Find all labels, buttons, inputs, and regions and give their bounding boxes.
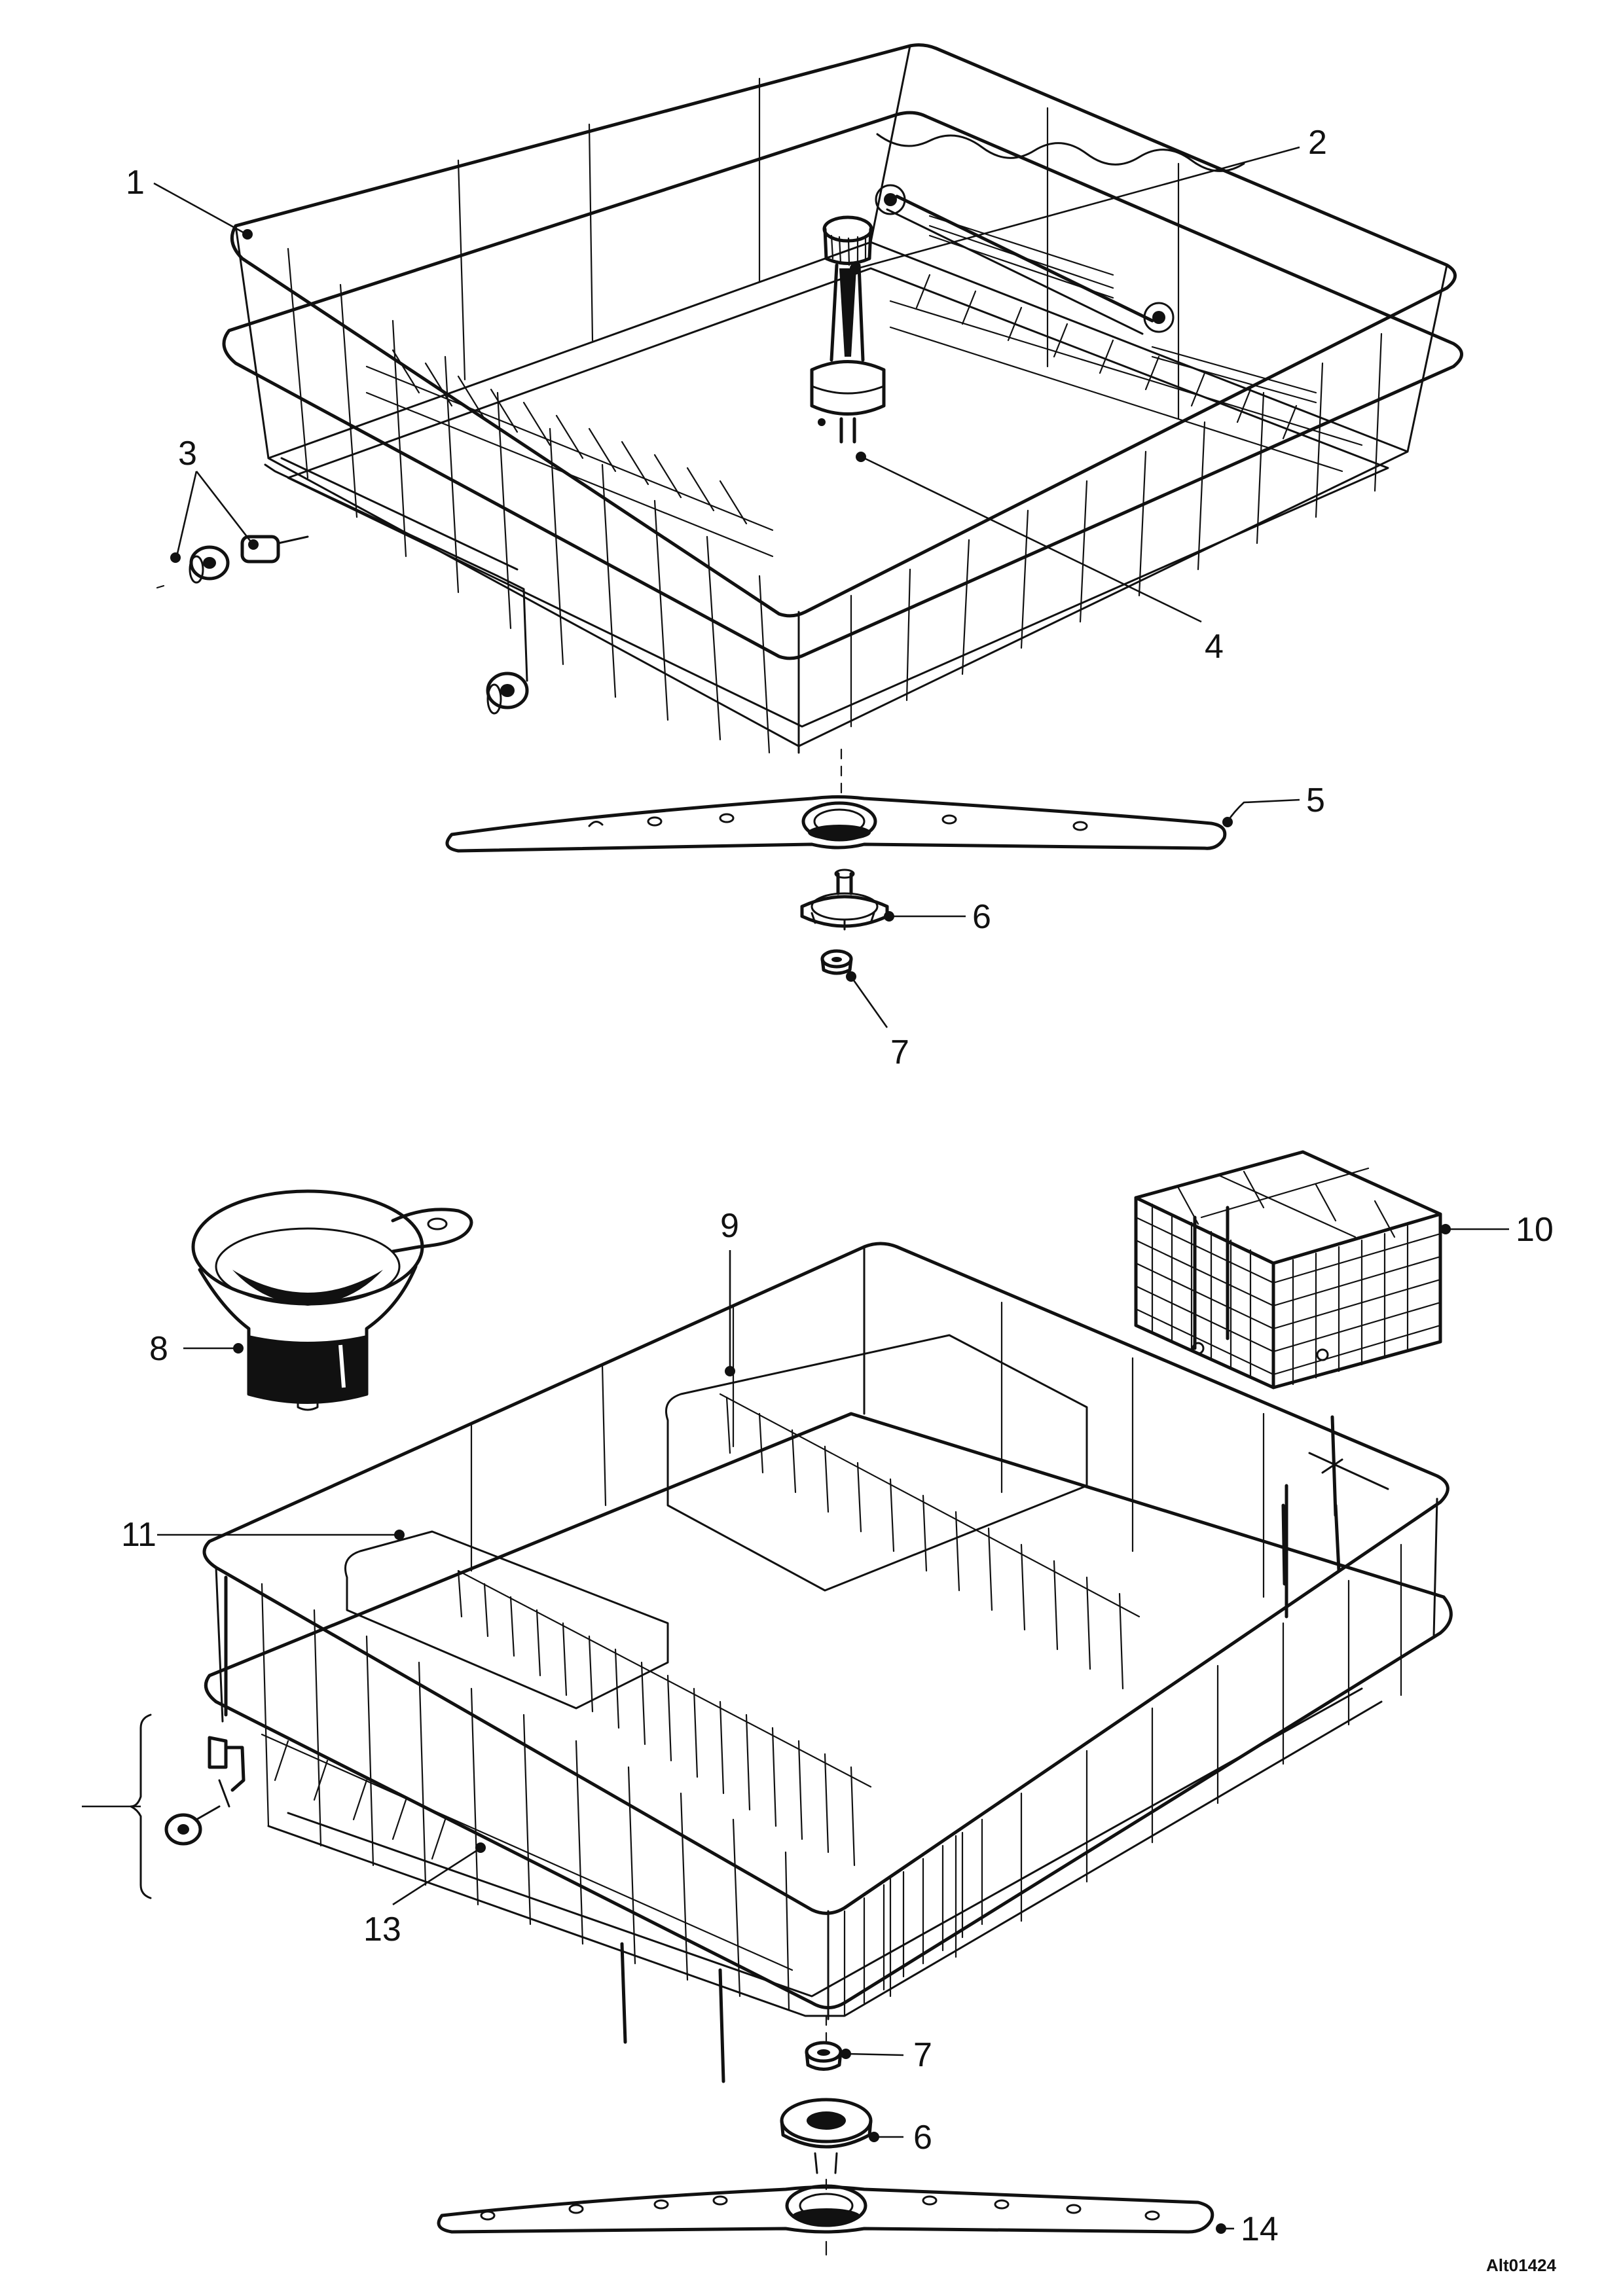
cutlery-basket <box>1134 1150 1442 1390</box>
callout-6-upper: 6 <box>972 898 991 936</box>
callout-4: 4 <box>1205 628 1224 666</box>
callout-8: 8 <box>149 1330 168 1368</box>
rack-wheel <box>189 545 230 584</box>
upper-spray-feed-tube <box>810 215 886 444</box>
filling-funnel <box>191 1189 473 1411</box>
retaining-nut-lower <box>805 2041 843 2071</box>
leader-lines <box>82 146 1509 2234</box>
document-id: Alt01424 <box>1486 2255 1556 2275</box>
callout-13: 13 <box>363 1910 401 1948</box>
callout-1: 1 <box>126 164 145 202</box>
callout-6-lower: 6 <box>913 2119 932 2157</box>
callout-7-lower: 7 <box>913 2036 932 2074</box>
callout-7-upper: 7 <box>890 1033 909 1071</box>
callout-3: 3 <box>178 435 197 473</box>
rail-stop-clip <box>240 535 309 564</box>
callout-5: 5 <box>1306 781 1325 819</box>
callout-14: 14 <box>1241 2210 1279 2248</box>
lower-rack-wheel-assembly <box>130 1713 246 1899</box>
callout-11: 11 <box>121 1516 156 1554</box>
callout-labels: 1 2 3 4 5 6 7 8 9 10 11 13 7 6 14 <box>121 124 1554 2248</box>
callout-2: 2 <box>1308 124 1327 162</box>
lower-spray-arm <box>437 2184 1214 2256</box>
callout-9: 9 <box>720 1207 739 1245</box>
spray-arm-bearing-upper <box>800 869 889 931</box>
retaining-nut-upper <box>820 949 853 975</box>
callout-10: 10 <box>1516 1211 1554 1249</box>
upper-spray-arm <box>445 795 1227 853</box>
rack-wheel <box>486 672 529 715</box>
upper-rack <box>156 43 1463 754</box>
lower-rack <box>202 1242 1453 2083</box>
spray-arm-bearing-lower <box>780 2098 873 2191</box>
